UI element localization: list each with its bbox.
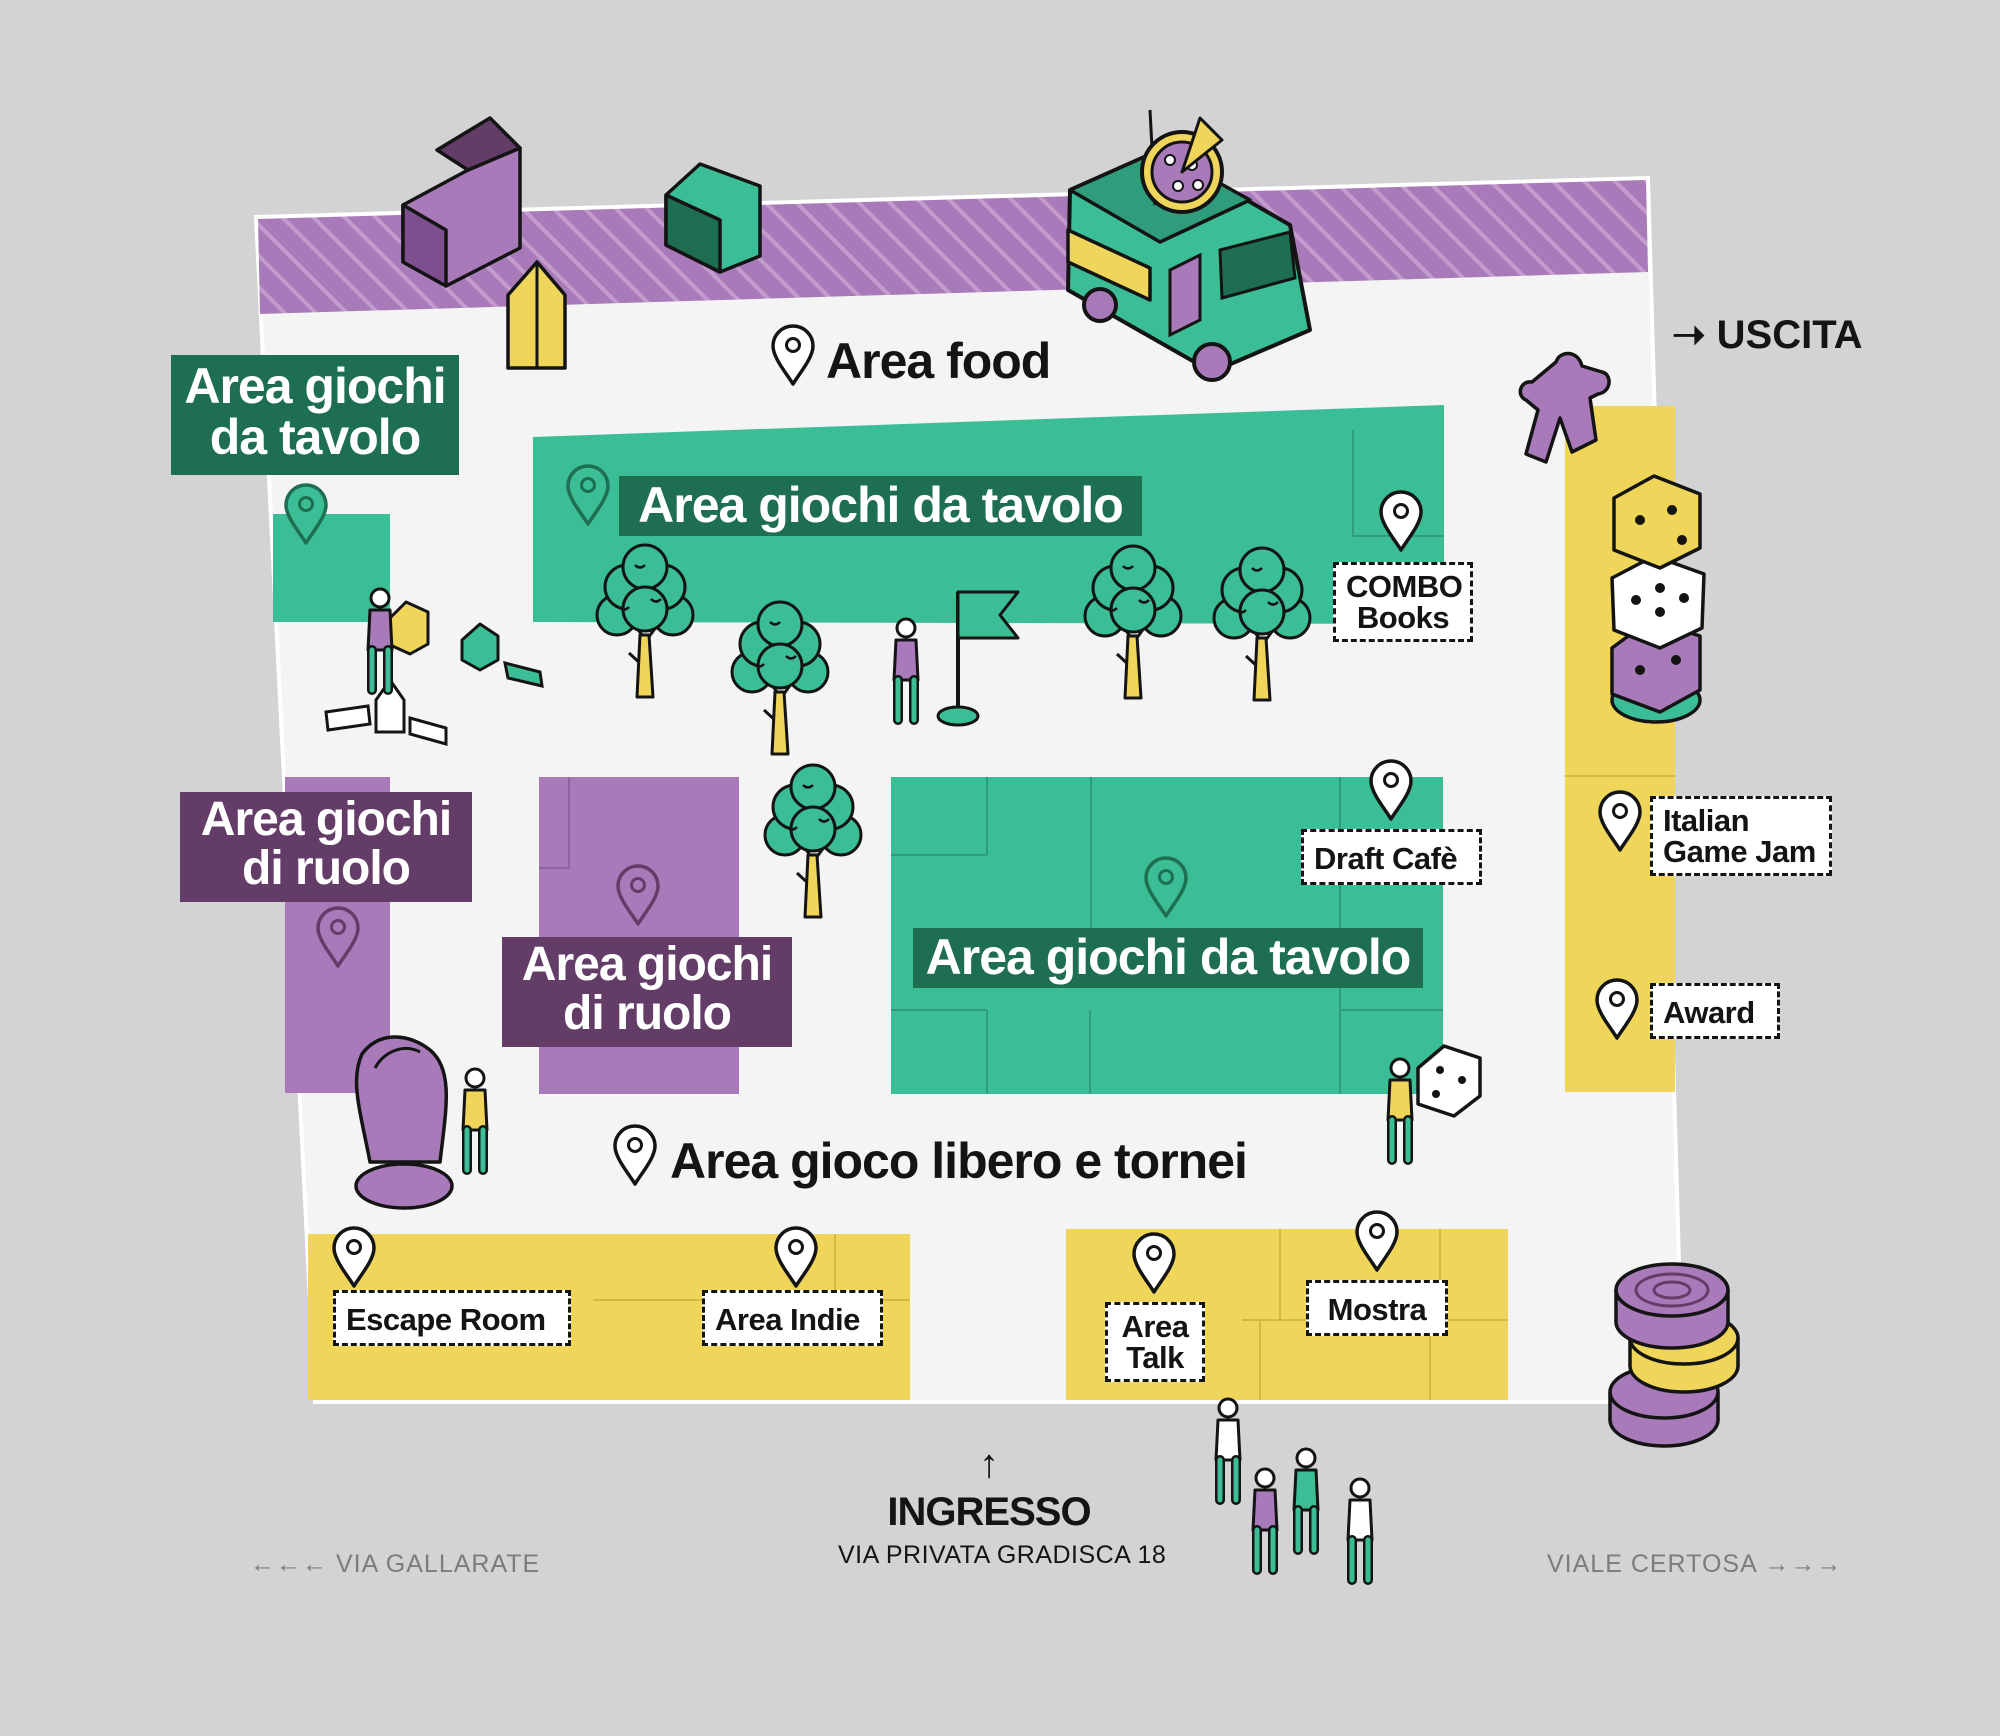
area-tabletop-top-title[interactable]: Area giochi da tavolo [619, 476, 1142, 536]
area-tabletop-center-title[interactable]: Area giochi da tavolo [913, 928, 1423, 988]
entrance[interactable]: ↑ INGRESSO VIA PRIVATA GRADISCA 18 [838, 1442, 1167, 1570]
building-block-icon [401, 116, 567, 370]
food-truck-icon [1066, 148, 1312, 382]
street-right: VIALE CERTOSA →→→ [1547, 1550, 1843, 1578]
person-icon [1253, 1469, 1277, 1570]
meeple-icon [1518, 351, 1611, 464]
building-block-icon [324, 600, 544, 746]
person-icon [1216, 1399, 1240, 1500]
area-tabletop-left-block [273, 514, 390, 622]
exit-label[interactable]: ➝ USCITA [1672, 313, 1863, 357]
area-roleplay-left-title[interactable]: Area giochi di ruolo [180, 792, 472, 902]
arrow-up-icon: ↑ [979, 1442, 999, 1486]
person-icon [1348, 1479, 1372, 1580]
entrance-label: INGRESSO [887, 1490, 1091, 1534]
dice-icon [1416, 1044, 1482, 1118]
spot-italian-game-jam[interactable]: Italian Game Jam [1650, 796, 1832, 876]
spot-combo-books[interactable]: COMBO Books [1333, 562, 1473, 642]
arrow-right-icon: ➝ [1672, 313, 1706, 357]
chess-knight-icon [354, 1035, 454, 1210]
pizza-icon [1140, 109, 1224, 214]
area-food-title[interactable]: Area food [826, 333, 1051, 389]
spot-mostra[interactable]: Mostra [1306, 1280, 1448, 1336]
spot-area-talk[interactable]: Area Talk [1105, 1302, 1205, 1382]
entrance-address: VIA PRIVATA GRADISCA 18 [838, 1541, 1167, 1569]
spot-award[interactable]: Award [1650, 983, 1780, 1039]
person-icon [1294, 1449, 1318, 1550]
spot-escape-room[interactable]: Escape Room [333, 1290, 571, 1346]
area-roleplay-center-title[interactable]: Area giochi di ruolo [502, 937, 792, 1047]
flag-icon [936, 590, 1020, 727]
area-free-play-title[interactable]: Area gioco libero e tornei [670, 1133, 1248, 1189]
building-block-icon [664, 162, 762, 274]
area-tabletop-left-title[interactable]: Area giochi da tavolo [171, 355, 459, 475]
spot-area-indie[interactable]: Area Indie [702, 1290, 883, 1346]
game-tokens-icon [1608, 1262, 1740, 1448]
dice-icon [1610, 474, 1706, 724]
spot-draft-cafe[interactable]: Draft Cafè [1301, 829, 1482, 885]
street-left: ←←← VIA GALLARATE [250, 1550, 541, 1578]
